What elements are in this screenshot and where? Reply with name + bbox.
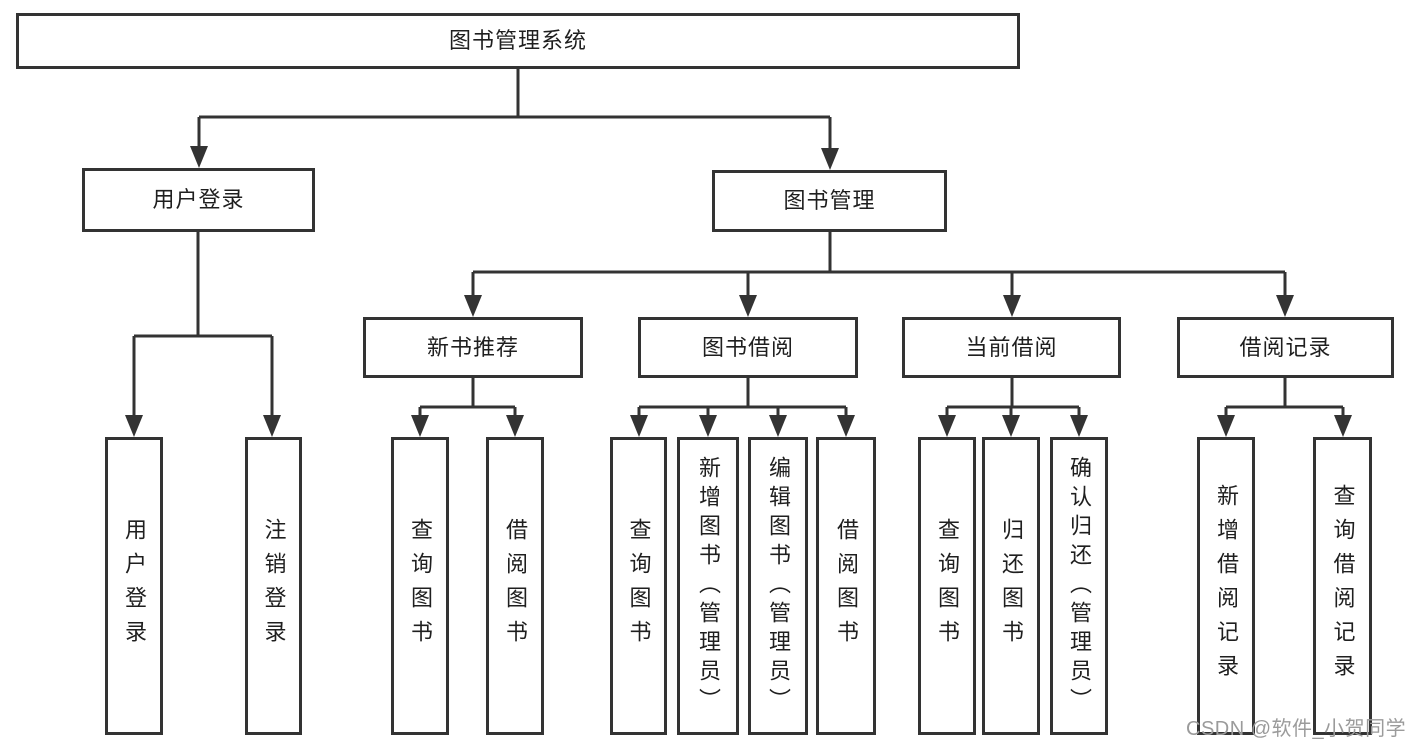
leaf-nb-borrow-books: 借阅图书 bbox=[486, 437, 544, 735]
leaf-nb-query-books: 查询图书 bbox=[391, 437, 449, 735]
node-current-borrowing: 当前借阅 bbox=[902, 317, 1121, 378]
node-book-management-label: 图书管理 bbox=[783, 188, 876, 213]
leaf-bb-edit-books-admin: 编辑图书（管理员） bbox=[748, 437, 808, 735]
leaf-cb-confirm-return-admin: 确认归还（管理员） bbox=[1050, 437, 1108, 735]
leaf-bb-edit-books-admin-label: 编辑图书（管理员） bbox=[766, 455, 791, 717]
node-user-login-label: 用户登录 bbox=[152, 187, 245, 212]
leaf-bb-query-books-label: 查询图书 bbox=[626, 518, 652, 654]
node-book-borrowing-label: 图书借阅 bbox=[701, 334, 794, 360]
leaf-cb-confirm-return-admin-label: 确认归还（管理员） bbox=[1067, 455, 1092, 717]
node-new-book-recommend: 新书推荐 bbox=[363, 317, 583, 378]
leaf-bb-borrow-books: 借阅图书 bbox=[816, 437, 876, 735]
leaf-user-login-label: 用户登录 bbox=[122, 518, 147, 654]
leaf-bb-query-books: 查询图书 bbox=[610, 437, 667, 735]
node-current-borrowing-label: 当前借阅 bbox=[965, 334, 1058, 360]
leaf-nb-borrow-books-label: 借阅图书 bbox=[503, 518, 528, 654]
leaf-bb-add-books-admin: 新增图书（管理员） bbox=[677, 437, 739, 735]
leaf-logout: 注销登录 bbox=[245, 437, 302, 735]
csdn-watermark: CSDN @软件_小贺同学 bbox=[1186, 718, 1405, 740]
leaf-br-query-record: 查询借阅记录 bbox=[1313, 437, 1372, 735]
leaf-bb-add-books-admin-label: 新增图书（管理员） bbox=[696, 455, 721, 717]
node-library-system-label: 图书管理系统 bbox=[448, 28, 587, 53]
leaf-cb-return-books: 归还图书 bbox=[982, 437, 1040, 735]
leaf-nb-query-books-label: 查询图书 bbox=[408, 518, 433, 654]
leaf-br-add-record: 新增借阅记录 bbox=[1197, 437, 1255, 735]
leaf-logout-label: 注销登录 bbox=[261, 518, 287, 654]
node-book-management: 图书管理 bbox=[712, 170, 947, 232]
node-borrow-records-label: 借阅记录 bbox=[1239, 334, 1332, 360]
leaf-cb-return-books-label: 归还图书 bbox=[999, 518, 1024, 654]
node-borrow-records: 借阅记录 bbox=[1177, 317, 1394, 378]
node-user-login: 用户登录 bbox=[82, 168, 315, 232]
leaf-bb-borrow-books-label: 借阅图书 bbox=[834, 518, 859, 654]
node-book-borrowing: 图书借阅 bbox=[638, 317, 858, 378]
arrowheads bbox=[125, 146, 1352, 437]
leaf-br-add-record-label: 新增借阅记录 bbox=[1214, 484, 1239, 688]
node-new-book-recommend-label: 新书推荐 bbox=[426, 334, 519, 360]
leaf-cb-query-books-label: 查询图书 bbox=[935, 518, 960, 654]
leaf-cb-query-books: 查询图书 bbox=[918, 437, 976, 735]
leaf-br-query-record-label: 查询借阅记录 bbox=[1330, 484, 1356, 688]
node-library-system: 图书管理系统 bbox=[16, 13, 1020, 69]
leaf-user-login: 用户登录 bbox=[105, 437, 163, 735]
